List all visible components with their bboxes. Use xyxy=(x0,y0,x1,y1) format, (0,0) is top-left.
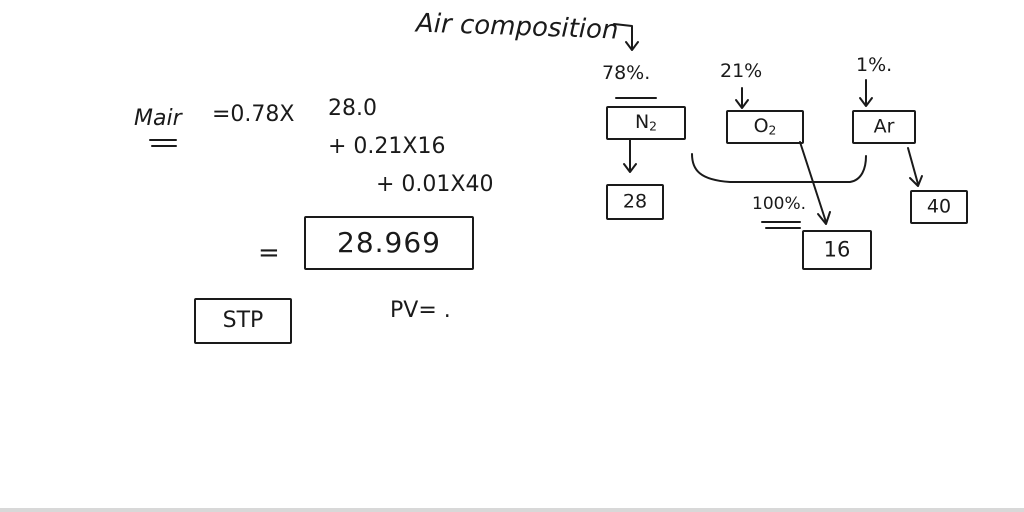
formula-eq1: =0.78X xyxy=(212,102,295,127)
ar-mass: 40 xyxy=(926,195,952,218)
ar-percent: 1%. xyxy=(856,54,893,76)
o2-symbol: O xyxy=(753,115,769,138)
result-value: 28.969 xyxy=(337,226,441,259)
n2-symbol: N xyxy=(634,111,650,134)
n2-percent: 78%. xyxy=(602,62,651,84)
pv-text: PV= . xyxy=(390,298,451,323)
ar-top-arrow xyxy=(859,79,873,107)
n2-down-arrow xyxy=(623,139,637,173)
formula-term3: + 0.01X40 xyxy=(376,172,494,197)
formula-term2: + 0.21X16 xyxy=(328,134,446,159)
bottom-scroll-track xyxy=(0,508,1024,512)
o2-label: O2 xyxy=(728,117,802,137)
o2-subscript: 2 xyxy=(768,123,777,138)
n2-subscript: 2 xyxy=(649,119,658,134)
n2-box: N2 xyxy=(606,106,686,140)
n2-mass: 28 xyxy=(622,190,648,213)
mass-air-label: Mair xyxy=(134,106,182,131)
o2-to-mass-arrow xyxy=(799,141,831,225)
o2-mass-percent: 100%. xyxy=(752,194,807,214)
stp-box: STP xyxy=(194,298,292,344)
result-box: 28.969 xyxy=(304,216,474,270)
n2-label: N2 xyxy=(608,113,684,133)
ar-down-arrow xyxy=(907,147,923,187)
group-brace xyxy=(691,153,867,183)
o2-mass: 16 xyxy=(823,237,851,262)
ar-box: Ar xyxy=(852,110,916,144)
formula-equals: = xyxy=(258,238,280,268)
mass-percent-underline xyxy=(761,221,801,229)
ar-mass-box: 40 xyxy=(910,190,968,224)
formula-term1-value: 28.0 xyxy=(328,96,377,121)
o2-percent: 21% xyxy=(720,60,763,82)
o2-box: O2 xyxy=(726,110,804,144)
ar-label: Ar xyxy=(873,115,895,138)
stp-label: STP xyxy=(222,308,264,333)
title-arrow xyxy=(613,23,639,51)
o2-top-arrow xyxy=(735,87,749,109)
mair-underline xyxy=(149,139,177,147)
o2-mass-box: 16 xyxy=(802,230,872,270)
n2-mass-box: 28 xyxy=(606,184,664,220)
